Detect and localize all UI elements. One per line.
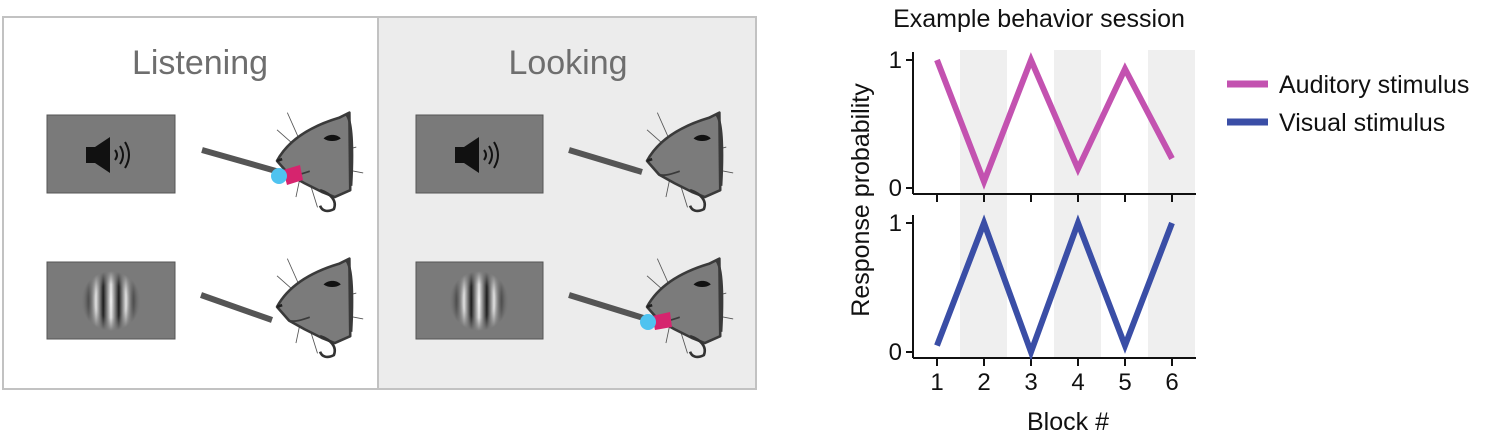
screen: [415, 114, 544, 194]
x-tick-label: 6: [1165, 369, 1178, 396]
listening-title: Listening: [132, 44, 268, 82]
shaded-blocks: [960, 50, 1195, 358]
y-tick-label: 1: [889, 210, 902, 237]
shaded-block: [1148, 50, 1195, 358]
looking-visual-trial: [415, 257, 735, 359]
y-tick-label: 0: [889, 175, 902, 202]
axes: 0 1 0 1 1 2 3 4 5 6: [889, 47, 1196, 396]
listening-visual-trial: [46, 257, 365, 359]
y-tick-label: 0: [889, 339, 902, 366]
x-tick-label: 4: [1071, 369, 1084, 396]
water-drop-icon: [640, 314, 656, 330]
water-drop-icon: [271, 168, 287, 184]
x-tick-label: 2: [977, 369, 990, 396]
lick-spout: [200, 292, 273, 323]
grating-icon: [81, 271, 141, 331]
legend-label: Auditory stimulus: [1279, 71, 1469, 99]
shaded-block: [1054, 50, 1101, 358]
shaded-block: [960, 50, 1007, 358]
screen: [46, 114, 176, 194]
series-line-visual: [934, 214, 1175, 361]
x-tick-label: 5: [1118, 369, 1131, 396]
series-line-auditory: [934, 52, 1175, 190]
x-tick-label: 1: [930, 369, 943, 396]
y-tick-label: 1: [889, 47, 902, 74]
task-panels: Listening Looking: [2, 16, 757, 390]
lick-spout: [568, 292, 651, 323]
looking-auditory-trial: [415, 111, 735, 213]
x-axis-label: Block #: [1027, 408, 1109, 436]
x-tick-label: 3: [1024, 369, 1037, 396]
tongue-icon: [283, 165, 303, 185]
grating-icon: [449, 271, 509, 331]
lick-spout: [201, 147, 284, 176]
listening-auditory-trial: [46, 111, 365, 213]
legend-label: Visual stimulus: [1279, 109, 1445, 137]
lick-spout: [568, 147, 643, 175]
y-axis-label: Response probability: [847, 83, 875, 317]
behavior-chart: Example behavior session Response probab…: [847, 5, 1469, 436]
looking-title: Looking: [508, 44, 627, 82]
tongue-icon: [652, 312, 672, 330]
chart-title: Example behavior session: [893, 5, 1185, 33]
series-lines: [934, 52, 1175, 361]
